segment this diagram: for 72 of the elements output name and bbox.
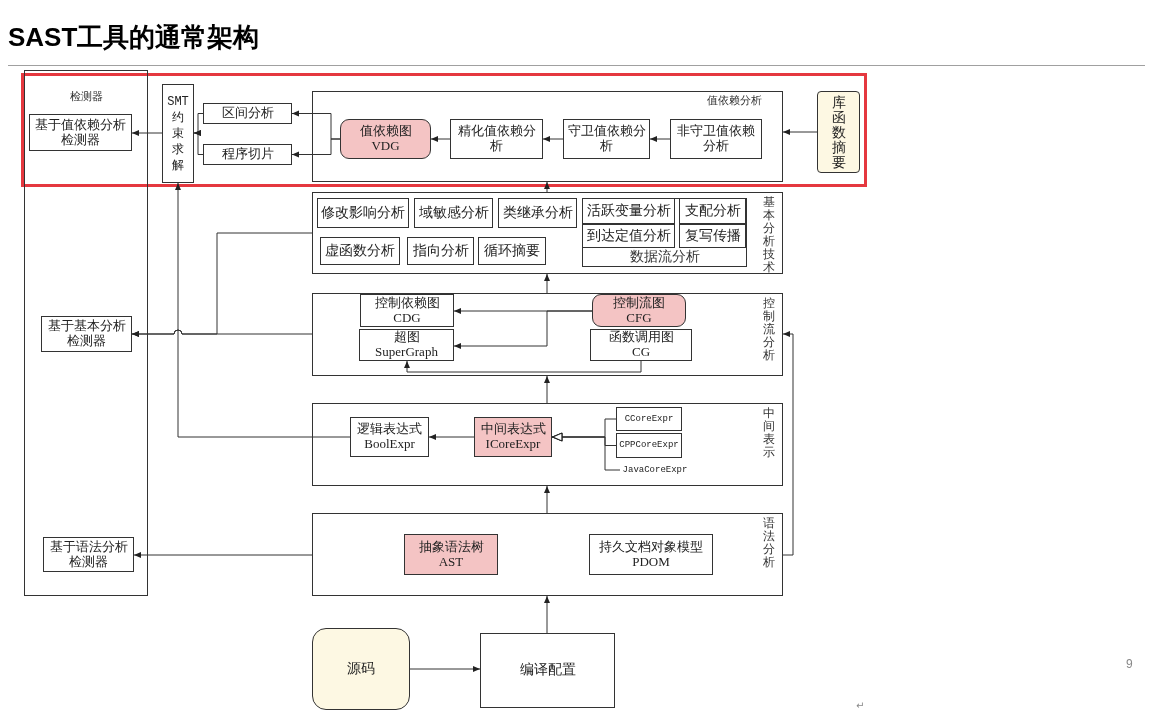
process-box: 抽象语法树 AST: [404, 534, 498, 575]
process-box: 守卫值依赖分析: [563, 119, 650, 159]
arrow: [133, 552, 313, 558]
process-box: 复写传播: [679, 224, 746, 248]
arrow: [649, 136, 671, 142]
vertical-label: 语法分析: [762, 517, 776, 569]
arrow: [409, 666, 481, 672]
layer-panel: [582, 198, 747, 267]
process-box: 区间分析: [203, 103, 292, 124]
rounded-box: 控制流图 CFG: [592, 294, 686, 327]
arrow: [131, 329, 313, 337]
arrow: [782, 129, 818, 135]
process-box: 基于值依赖分析检测器: [29, 114, 132, 151]
process-box: 修改影响分析: [317, 198, 409, 228]
process-box: CCoreExpr: [616, 407, 682, 431]
class-label: JavaCoreExpr: [620, 463, 690, 477]
process-box: 虚函数分析: [320, 237, 400, 265]
process-box: 超图 SuperGraph: [359, 329, 454, 361]
arrow: [544, 181, 550, 193]
process-box: 支配分析: [679, 198, 746, 224]
panel-title: 值依赖分析: [707, 94, 762, 107]
vertical-label: 基本分析技术: [762, 196, 776, 274]
process-box: 程序切片: [203, 144, 292, 165]
process-box: 函数调用图 CG: [590, 329, 692, 361]
process-box: 类继承分析: [498, 198, 577, 228]
arrow: [782, 331, 794, 556]
process-box: 基于语法分析检测器: [43, 537, 134, 572]
process-box: SMT约束求解: [162, 84, 194, 183]
process-box: 循环摘要: [478, 237, 546, 265]
arrow: [131, 130, 163, 136]
inheritance-arrow: [551, 432, 621, 471]
process-box: 逻辑表达式 BoolExpr: [350, 417, 429, 457]
panel-title: 检测器: [69, 90, 103, 103]
arrow: [544, 595, 550, 634]
process-box: CPPCoreExpr: [616, 433, 682, 458]
arrow: [453, 310, 593, 349]
process-box: 控制依赖图 CDG: [360, 294, 454, 327]
process-box: 编译配置: [480, 633, 615, 708]
panel-title: 数据流分析: [629, 249, 700, 264]
arrow: [544, 273, 550, 294]
process-box: 域敏感分析: [414, 198, 493, 228]
layer-panel: [312, 192, 783, 274]
arrow: [544, 375, 550, 404]
rounded-box: 源码: [312, 628, 410, 710]
page-number: 9: [1126, 657, 1133, 671]
layer-panel: [312, 293, 783, 376]
arrow: [404, 360, 642, 373]
process-box: 到达定值分析: [582, 224, 675, 248]
arrow: [175, 182, 351, 438]
vertical-label: 中间表示: [762, 407, 776, 459]
rounded-box: 库函数摘要: [817, 91, 860, 173]
process-box: 中间表达式 ICoreExpr: [474, 417, 552, 457]
process-box: 活跃变量分析: [582, 198, 675, 224]
process-box: 非守卫值依赖分析: [670, 119, 762, 159]
arrow: [544, 485, 550, 514]
process-box: 基于基本分析检测器: [41, 316, 132, 352]
layer-panel: [312, 91, 783, 182]
paragraph-mark: ↵: [856, 700, 865, 711]
title: SAST工具的通常架构: [8, 21, 260, 54]
process-box: 持久文档对象模型 PDOM: [589, 534, 713, 575]
rounded-box: 值依赖图 VDG: [340, 119, 431, 159]
layer-panel: [312, 513, 783, 596]
arrow: [430, 136, 451, 142]
arrow: [193, 130, 204, 155]
process-box: 精化值依赖分析: [450, 119, 543, 159]
layer-panel: [24, 70, 148, 596]
arrow: [542, 136, 564, 142]
vertical-label: 控制流分析: [762, 297, 776, 362]
layer-panel: [312, 403, 783, 486]
arrow: [428, 434, 475, 440]
process-box: 指向分析: [407, 237, 474, 265]
arrow: [291, 138, 341, 158]
